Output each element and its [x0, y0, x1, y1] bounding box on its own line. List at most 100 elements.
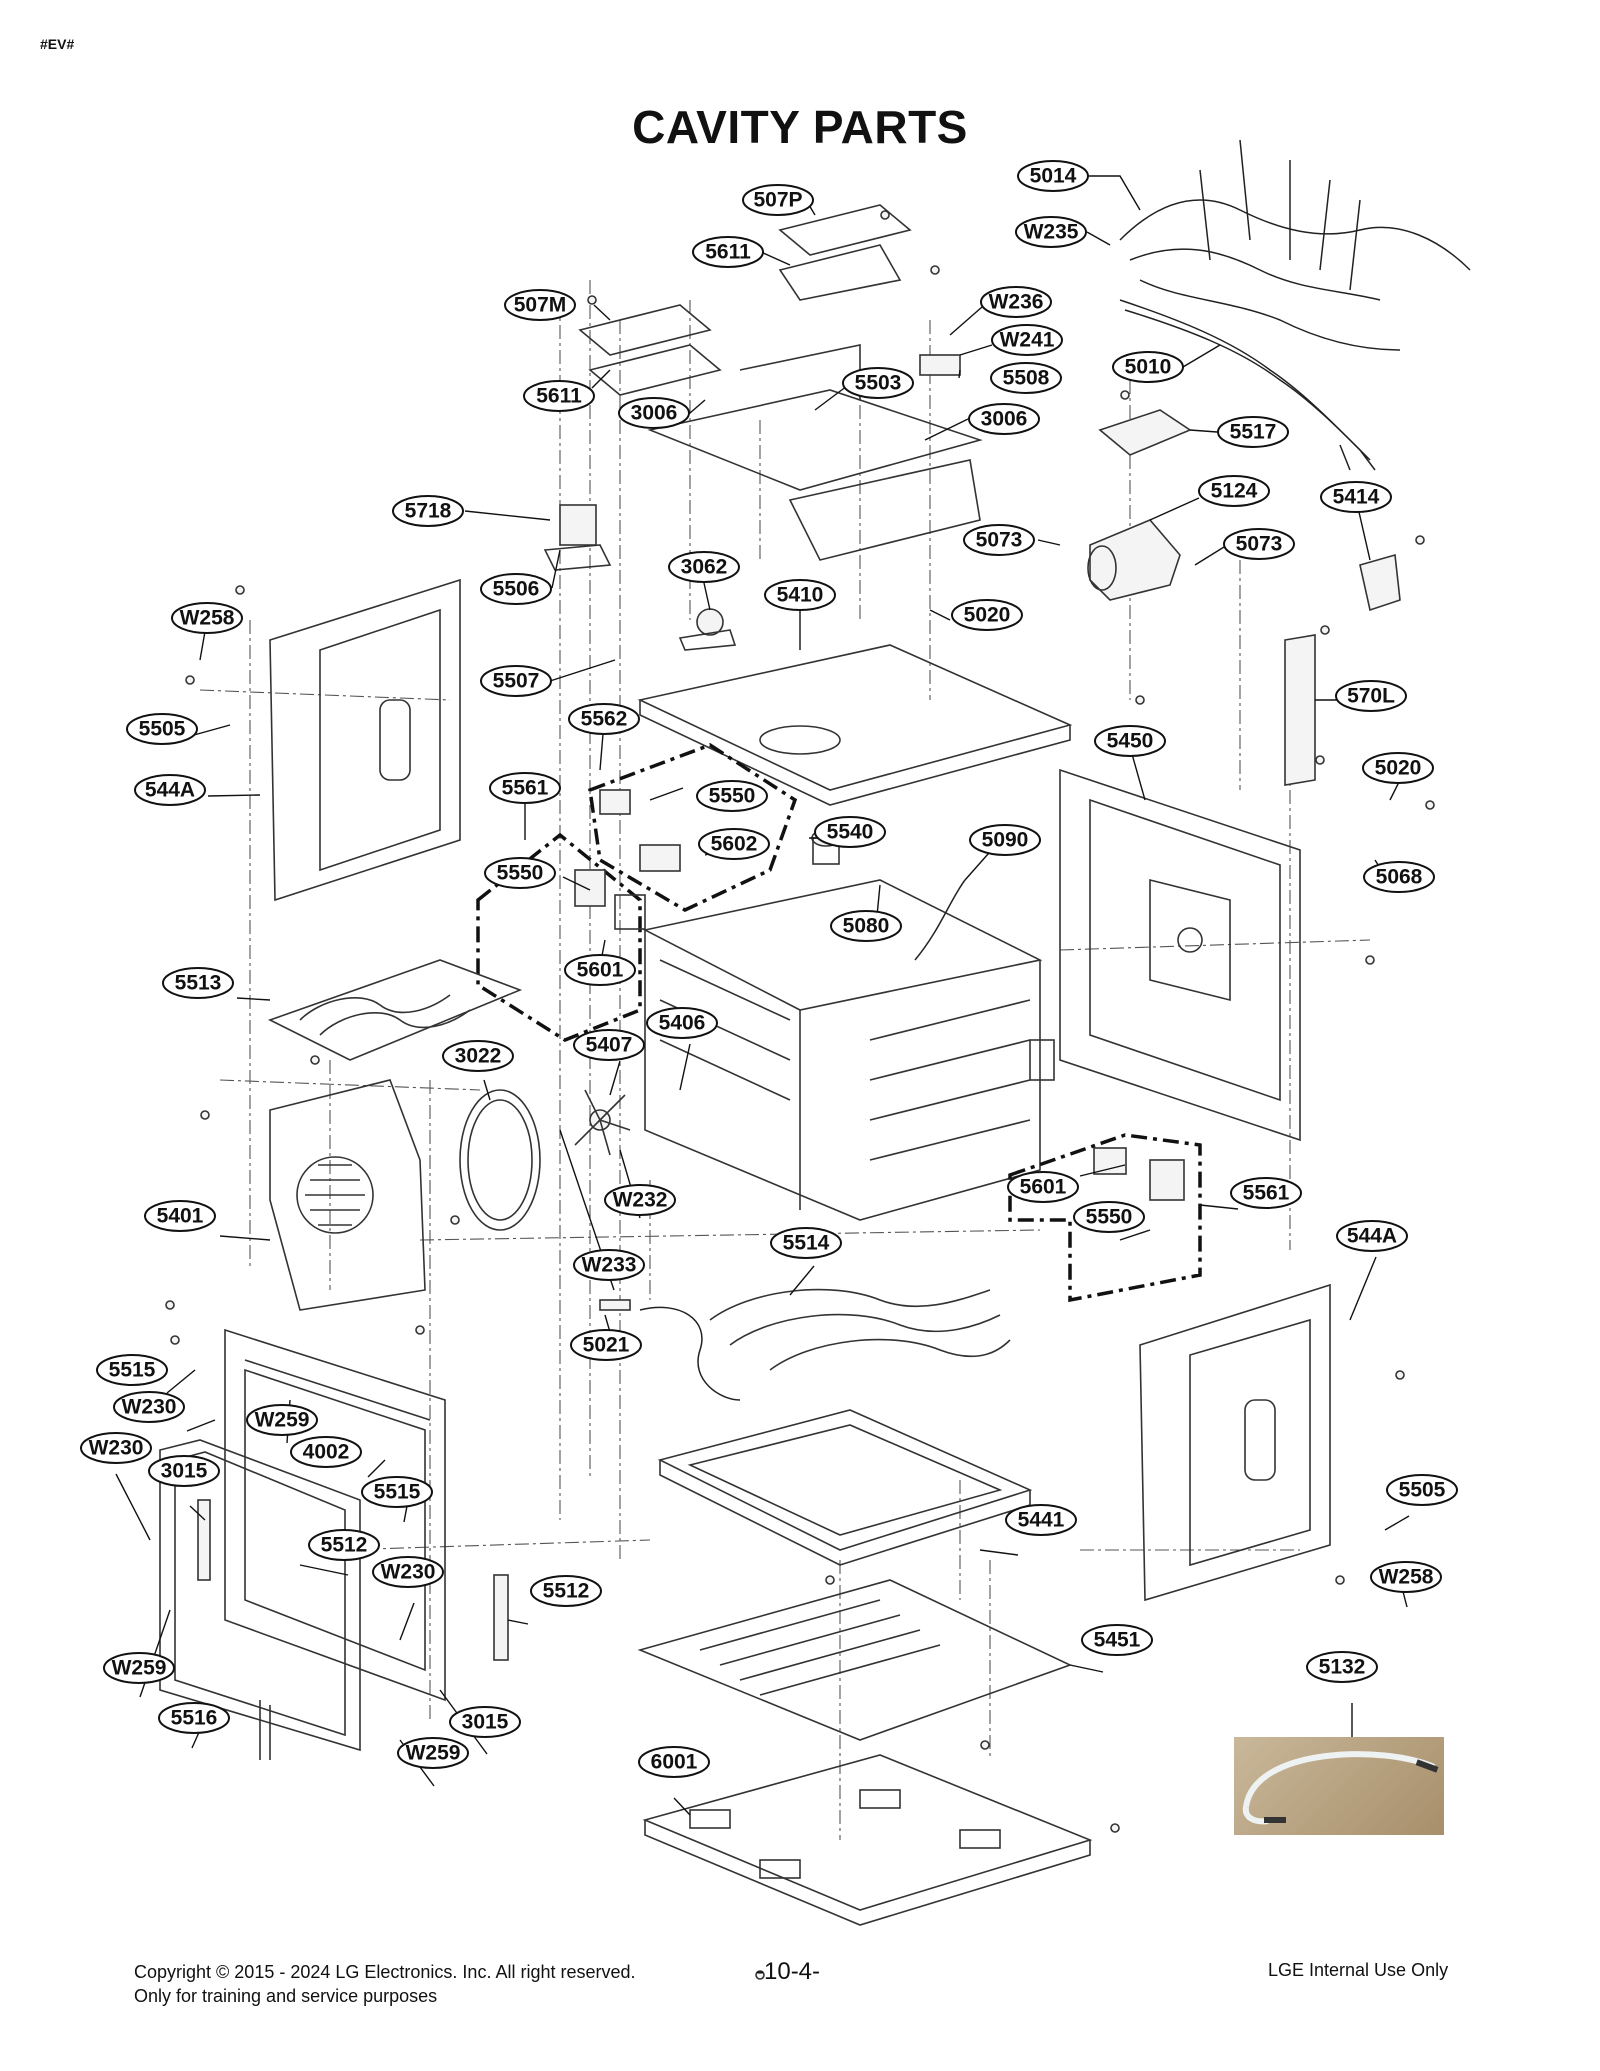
part-label-text: 5540 — [827, 821, 874, 844]
part-label-outline — [80, 1432, 152, 1464]
part-label-5407: 5407 — [573, 1029, 645, 1061]
part-label-5550: 5550 — [1073, 1201, 1145, 1233]
part-label-w259: W259 — [397, 1737, 469, 1769]
base-plate-6001 — [642, 1754, 1093, 1926]
part-label-outline — [698, 828, 770, 860]
part-label-outline — [1073, 1201, 1145, 1233]
part-label-outline — [1336, 1220, 1408, 1252]
assembly-guide-lines — [199, 280, 1371, 1840]
part-label-text: 5514 — [783, 1232, 830, 1255]
part-label-text: 5562 — [581, 708, 628, 731]
part-label-text: 5611 — [536, 385, 582, 408]
part-label-w235: W235 — [1015, 216, 1087, 248]
copyright-line-1: Copyright © 2015 - 2024 LG Electronics. … — [134, 1962, 636, 1982]
part-label-text: 570L — [1347, 685, 1395, 708]
thermostat-3062 — [678, 608, 737, 651]
part-label-outline — [148, 1455, 220, 1487]
part-label-outline — [842, 367, 914, 399]
part-label-text: 5508 — [1003, 367, 1050, 390]
gasket-photo-drawing — [1242, 1751, 1439, 1825]
bottom-panel-5451 — [637, 1579, 1073, 1741]
part-label-text: 5020 — [964, 604, 1011, 627]
part-label-outline — [113, 1391, 185, 1423]
part-label-text: 5021 — [583, 1334, 630, 1357]
part-label-outline — [126, 713, 198, 745]
part-label-5414: 5414 — [1320, 481, 1392, 513]
part-label-outline — [573, 1249, 645, 1281]
part-label-outline — [1094, 725, 1166, 757]
part-label-text: 5441 — [1018, 1509, 1065, 1532]
part-label-5514: 5514 — [770, 1227, 842, 1259]
part-label-5516: 5516 — [158, 1702, 230, 1734]
part-label-w258: W258 — [171, 602, 243, 634]
part-label-text: 5601 — [1020, 1176, 1067, 1199]
cover-5517 — [1098, 409, 1192, 456]
part-label-5073: 5073 — [1223, 528, 1295, 560]
sensor-5090 — [914, 879, 966, 961]
part-label-5540: 5540 — [814, 816, 886, 848]
part-label-5507: 5507 — [480, 665, 552, 697]
part-label-w232: W232 — [604, 1184, 676, 1216]
part-label-text: 5503 — [855, 372, 902, 395]
part-label-outline — [1362, 752, 1434, 784]
part-label-outline — [449, 1706, 521, 1738]
part-label-outline — [162, 967, 234, 999]
part-label-text: W230 — [122, 1396, 177, 1419]
part-label-5401: 5401 — [144, 1200, 216, 1232]
part-label-text: 5090 — [982, 829, 1029, 852]
part-label-5561: 5561 — [1230, 1177, 1302, 1209]
part-label-5505: 5505 — [126, 713, 198, 745]
part-label-5505: 5505 — [1386, 1474, 1458, 1506]
footer-copyright: Copyright © 2015 - 2024 LG Electronics. … — [134, 1960, 636, 2008]
part-label-text: 4002 — [303, 1441, 350, 1464]
part-label-text: 5515 — [109, 1359, 156, 1382]
part-label-5020: 5020 — [1362, 752, 1434, 784]
part-label-text: 5602 — [711, 833, 758, 856]
part-label-5010: 5010 — [1112, 351, 1184, 383]
hinge-bracket-5512 — [493, 1574, 509, 1661]
part-label-outline — [504, 289, 576, 321]
part-label-outline — [604, 1184, 676, 1216]
part-label-5515: 5515 — [96, 1354, 168, 1386]
part-label-text: 5507 — [493, 670, 540, 693]
convection-element-3022 — [459, 1089, 541, 1231]
part-label-outline — [480, 573, 552, 605]
part-label-outline — [1217, 416, 1289, 448]
control-tray-507P — [778, 204, 912, 301]
part-label-5513: 5513 — [162, 967, 234, 999]
part-label-text: 5014 — [1030, 165, 1077, 188]
part-label-5602: 5602 — [698, 828, 770, 860]
bake-element-5514 — [709, 1288, 1011, 1371]
bracket-507M — [578, 304, 722, 396]
part-label-5451: 5451 — [1081, 1624, 1153, 1656]
fan-cover-5401 — [269, 1079, 426, 1311]
part-label-outline — [692, 236, 764, 268]
part-label-outline — [484, 857, 556, 889]
part-label-w258: W258 — [1370, 1561, 1442, 1593]
broil-element-5513 — [267, 959, 523, 1061]
part-label-text: 5550 — [497, 862, 544, 885]
part-label-5515: 5515 — [361, 1476, 433, 1508]
part-label-outline — [568, 703, 640, 735]
part-label-outline — [991, 324, 1063, 356]
lamp-assembly-right — [1008, 1133, 1202, 1303]
part-label-text: 5517 — [1230, 421, 1277, 444]
part-label-3006: 3006 — [968, 403, 1040, 435]
part-label-outline — [361, 1476, 433, 1508]
part-label-outline — [1335, 680, 1407, 712]
part-label-text: 5410 — [777, 584, 824, 607]
part-label-outline — [134, 774, 206, 806]
part-label-outline — [530, 1575, 602, 1607]
part-label-outline — [951, 599, 1023, 631]
part-label-outline — [523, 380, 595, 412]
part-label-text: 5506 — [493, 578, 540, 601]
part-label-outline — [103, 1652, 175, 1684]
part-label-text: 5020 — [1375, 757, 1422, 780]
part-label-w259: W259 — [246, 1404, 318, 1436]
part-label-outline — [814, 816, 886, 848]
part-label-5562: 5562 — [568, 703, 640, 735]
part-label-outline — [442, 1040, 514, 1072]
part-label-text: 5601 — [577, 959, 624, 982]
part-label-text: 5505 — [139, 718, 186, 741]
